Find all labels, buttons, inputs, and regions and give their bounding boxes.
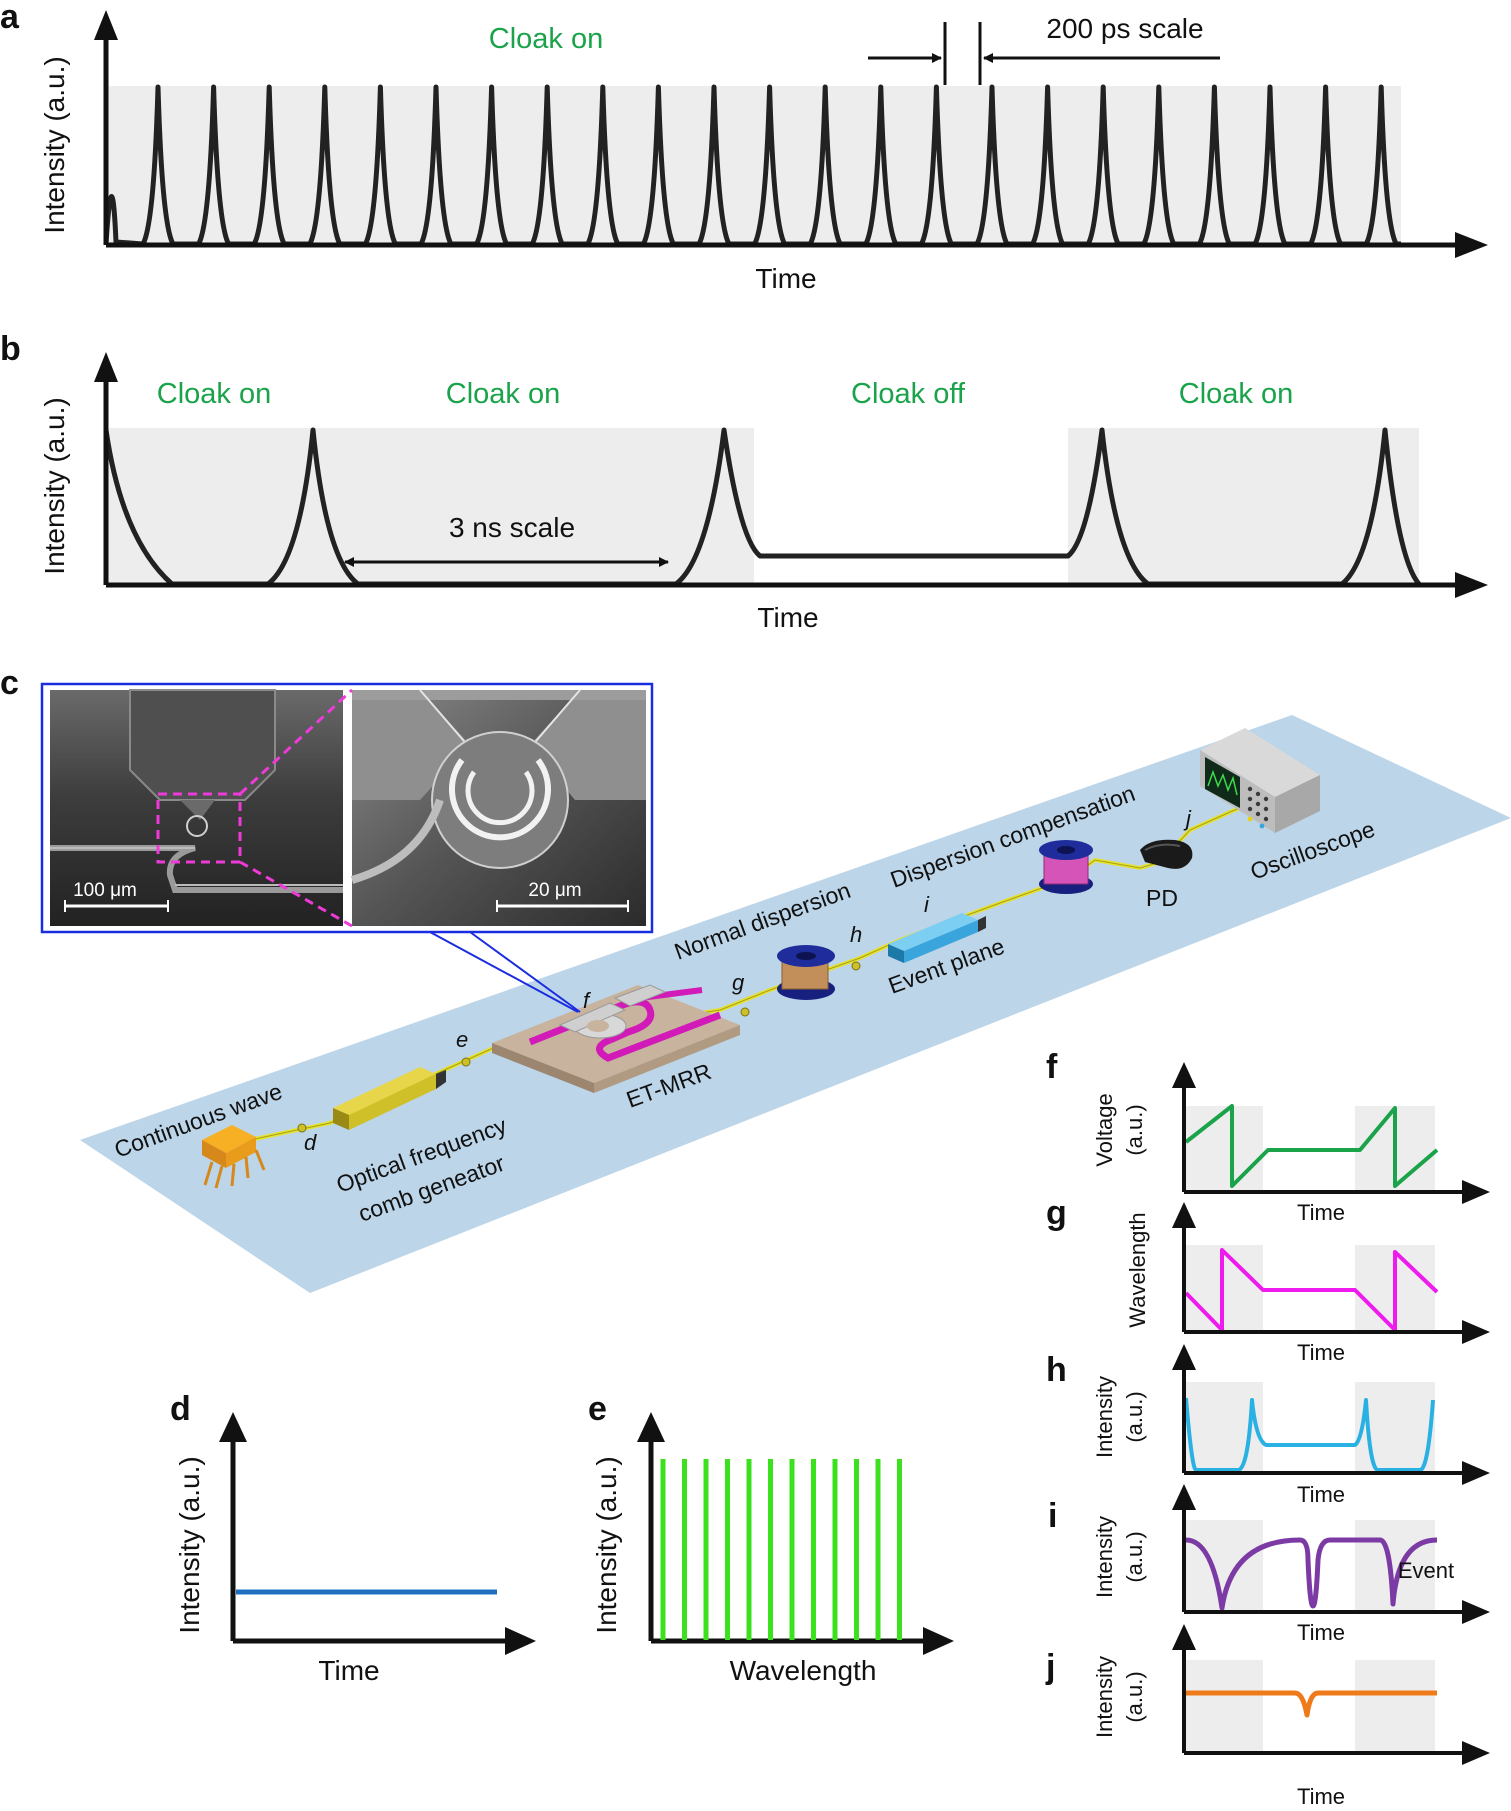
panel-h: h Intensity (a.u.) Time — [1046, 1344, 1490, 1507]
et-mrr-chip — [492, 984, 740, 1093]
panel-e-ylabel: Intensity (a.u.) — [591, 1456, 622, 1633]
panel-h-intensity-trace — [1184, 1397, 1435, 1472]
panel-d-y-arrow — [219, 1412, 247, 1442]
photodetector — [1140, 839, 1193, 869]
sem-scale-label-left: 100 μm — [73, 880, 137, 901]
panel-d-ylabel: Intensity (a.u.) — [174, 1456, 205, 1633]
panel-b-xlabel: Time — [757, 602, 818, 633]
panel-g-wavelength-trace — [1184, 1248, 1439, 1332]
normal-dispersion-spool — [777, 945, 835, 1000]
panel-g: g Wavelength Time — [1046, 1194, 1490, 1365]
panel-b-window-label-4: Cloak on — [1179, 378, 1293, 410]
point-g: g — [732, 970, 745, 995]
connector-g — [740, 1007, 750, 1017]
panel-j-ylabel-1: Intensity — [1092, 1656, 1117, 1738]
sem-scale-label-right: 20 μm — [528, 880, 581, 901]
connector-h — [851, 961, 861, 971]
panel-i: i Intensity (a.u.) Event Time — [1048, 1484, 1490, 1645]
panel-j-xlabel: Time — [1297, 1784, 1345, 1809]
panel-b-scale-label: 3 ns scale — [449, 512, 575, 543]
point-h: h — [850, 922, 862, 947]
point-d: d — [304, 1130, 317, 1155]
panel-c-letter: c — [0, 664, 19, 702]
panel-d-letter: d — [170, 1390, 191, 1428]
connector-e — [461, 1057, 471, 1067]
point-e: e — [456, 1027, 468, 1052]
panel-h-ylabel-1: Intensity — [1092, 1376, 1117, 1458]
panel-b-letter: b — [0, 330, 21, 368]
panel-b-window-label-2: Cloak on — [446, 378, 560, 410]
oscilloscope — [1200, 728, 1320, 833]
panel-j-ylabel-2: (a.u.) — [1122, 1671, 1147, 1722]
panel-d-x-arrow — [505, 1627, 536, 1655]
panel-f: f Voltage (a.u.) Time — [1046, 1048, 1490, 1225]
panel-f-xlabel: Time — [1297, 1200, 1345, 1225]
panel-a-y-arrow — [94, 10, 118, 40]
panel-a-x-arrow — [1455, 232, 1488, 258]
panel-b: b Intensity (a.u.) Time Cloak on Cloak o… — [0, 330, 1488, 633]
panel-b-pulse-train — [103, 427, 1421, 587]
panel-g-ylabel: Wavelength — [1125, 1212, 1150, 1327]
panel-a-pulse-train — [103, 84, 1401, 247]
panel-e: e Intensity (a.u.) Wavelength — [588, 1390, 954, 1686]
panel-j: j Intensity (a.u.) Time — [1045, 1624, 1490, 1809]
panel-h-letter: h — [1046, 1351, 1067, 1389]
panel-a-scale-label: 200 ps scale — [1046, 13, 1203, 44]
panel-c: c — [0, 664, 1511, 1293]
panel-b-window-label-1: Cloak on — [157, 378, 271, 410]
comb-generator — [333, 1067, 446, 1130]
panel-d: d Intensity (a.u.) Time — [170, 1390, 536, 1686]
panel-b-y-arrow — [94, 352, 118, 382]
panel-b-shade-2 — [1068, 428, 1419, 585]
panel-j-intensity-trace — [1186, 1690, 1437, 1718]
panel-d-xlabel: Time — [318, 1655, 379, 1686]
panel-j-letter: j — [1045, 1648, 1055, 1686]
panel-i-event-label: Event — [1398, 1558, 1454, 1583]
cw-laser — [202, 1125, 266, 1189]
panel-e-letter: e — [588, 1390, 607, 1428]
point-j: j — [1183, 806, 1192, 831]
panel-g-xlabel: Time — [1297, 1340, 1345, 1365]
panel-e-xlabel: Wavelength — [730, 1655, 877, 1686]
panel-i-letter: i — [1048, 1497, 1057, 1535]
panel-a-ylabel: Intensity (a.u.) — [39, 56, 70, 233]
panel-a-letter: a — [0, 0, 20, 36]
panel-e-x-arrow — [923, 1627, 954, 1655]
panel-h-ylabel-2: (a.u.) — [1122, 1391, 1147, 1442]
panel-a-cloak-label: Cloak on — [489, 23, 603, 55]
event-modulator — [888, 913, 986, 963]
panel-b-ylabel: Intensity (a.u.) — [39, 397, 70, 574]
panel-i-xlabel: Time — [1297, 1620, 1345, 1645]
panel-e-comb-lines — [660, 1459, 902, 1640]
panel-f-ylabel-2: (a.u.) — [1122, 1104, 1147, 1155]
panel-a: a Intensity (a.u.) Time Cloak on 200 ps … — [0, 0, 1488, 294]
panel-f-voltage-trace — [1184, 1104, 1439, 1188]
sem-inset: 100 μm 20 μm — [40, 682, 654, 1013]
point-f: f — [583, 988, 592, 1013]
panel-b-shade-1 — [106, 428, 754, 585]
panel-b-x-arrow — [1455, 572, 1488, 598]
panel-f-ylabel-1: Voltage — [1092, 1093, 1117, 1166]
panel-i-ylabel-2: (a.u.) — [1122, 1531, 1147, 1582]
panel-a-xlabel: Time — [755, 263, 816, 294]
panel-f-letter: f — [1046, 1048, 1058, 1086]
panel-b-window-label-3: Cloak off — [851, 378, 966, 410]
dispersion-compensation-spool — [1039, 840, 1093, 894]
point-i: i — [924, 892, 930, 917]
panel-i-ylabel-1: Intensity — [1092, 1516, 1117, 1598]
panel-h-xlabel: Time — [1297, 1482, 1345, 1507]
panel-i-intensity-trace — [1185, 1537, 1438, 1611]
label-pd: PD — [1146, 885, 1178, 911]
connector-d — [297, 1123, 307, 1133]
panel-g-letter: g — [1046, 1194, 1067, 1232]
panel-e-y-arrow — [637, 1412, 665, 1442]
